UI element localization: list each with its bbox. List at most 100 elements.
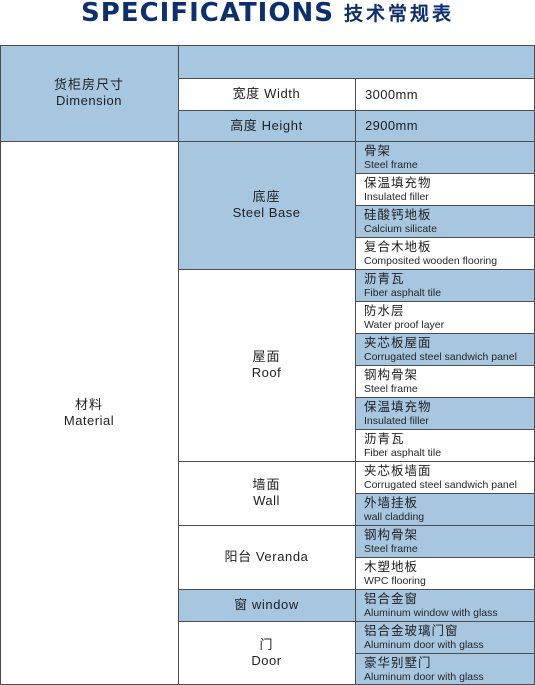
window-label-cell: 窗 window (178, 589, 355, 621)
width-label: 宽度 Width (232, 86, 301, 101)
dimension-label-en: Dimension (56, 93, 122, 108)
list-item: 外墙挂板 wall cladding (355, 493, 535, 525)
item-en: Corrugated steel sandwich panel (364, 350, 517, 363)
item-en: Fiber asphalt tile (364, 446, 442, 459)
item-cn: 保温填充物 (364, 399, 432, 414)
grid-line (355, 78, 356, 685)
grid-line (178, 78, 535, 79)
width-value-cell: 3000mm (355, 78, 535, 110)
window-label: 窗 window (234, 597, 299, 612)
list-item: 沥青瓦 Fiber asphalt tile (355, 429, 535, 461)
list-item: 夹芯板屋面 Corrugated steel sandwich panel (355, 333, 535, 365)
grid-line (355, 333, 535, 334)
list-item: 铝合金窗 Aluminum window with glass (355, 589, 535, 621)
list-item: 骨架 Steel frame (355, 141, 535, 173)
dimension-label-cn: 货柜房尺寸 (53, 77, 124, 92)
item-en: Steel frame (364, 158, 418, 171)
grid-line (0, 45, 1, 685)
item-en: Composited wooden flooring (364, 254, 498, 267)
grid-line (178, 589, 535, 590)
grid-line (355, 205, 535, 206)
item-en: Water proof layer (364, 318, 445, 331)
grid-line (178, 110, 535, 111)
grid-line (355, 653, 535, 654)
height-label: 高度 Height (230, 117, 303, 133)
wall-label-en: Wall (253, 493, 280, 508)
roof-label-en: Roof (251, 365, 282, 380)
list-item: 钢构骨架 Steel frame (355, 365, 535, 397)
grid-line (355, 237, 535, 238)
item-en: Corrugated steel sandwich panel (364, 478, 517, 491)
grid-line (178, 269, 535, 270)
item-en: Insulated filler (364, 414, 429, 427)
item-cn: 铝合金玻璃门窗 (364, 623, 459, 638)
grid-line (355, 557, 535, 558)
veranda-label-cell: 阳台 Veranda (178, 525, 355, 589)
material-label-en: Material (63, 413, 115, 428)
door-label-cn: 门 (259, 637, 274, 652)
steel-base-label-en: Steel Base (232, 205, 301, 220)
grid-line (355, 397, 535, 398)
wall-label-cn: 墙面 (252, 477, 281, 492)
steel-base-label-cell: 底座 Steel Base (178, 141, 355, 269)
grid-line (0, 45, 535, 46)
item-en: Insulated filler (364, 190, 429, 203)
item-cn: 木塑地板 (364, 559, 419, 574)
width-label-cell: 宽度 Width (178, 78, 355, 110)
grid-line (355, 301, 535, 302)
grid-line (178, 525, 535, 526)
list-item: 沥青瓦 Fiber asphalt tile (355, 269, 535, 301)
dimension-header-bar (178, 45, 535, 78)
list-item: 复合木地板 Composited wooden flooring (355, 237, 535, 269)
item-cn: 夹芯板屋面 (364, 335, 432, 350)
item-en: Steel frame (364, 382, 418, 395)
width-value: 3000mm (365, 86, 418, 102)
grid-line (178, 461, 535, 462)
item-cn: 复合木地板 (364, 239, 432, 254)
list-item: 硅酸钙地板 Calcium silicate (355, 205, 535, 237)
grid-line (355, 493, 535, 494)
height-label-cell: 高度 Height (178, 110, 355, 141)
item-cn: 保温填充物 (364, 175, 432, 190)
height-value-cell: 2900mm (355, 110, 535, 141)
grid-line (355, 173, 535, 174)
page-title: SPECIFICATIONS 技术常规表 (0, 0, 535, 36)
grid-line (355, 429, 535, 430)
item-en: Fiber asphalt tile (364, 286, 442, 299)
item-cn: 豪华别墅门 (364, 655, 432, 670)
item-en: WPC flooring (364, 574, 426, 587)
spec-table: 货柜房尺寸 Dimension 宽度 Width 3000mm 高度 Heigh… (0, 45, 535, 685)
item-en: Aluminum door with glass (364, 670, 484, 683)
item-cn: 夹芯板墙面 (364, 463, 432, 478)
list-item: 木塑地板 WPC flooring (355, 557, 535, 589)
item-en: Steel frame (364, 542, 418, 555)
door-label-cell: 门 Door (178, 621, 355, 685)
grid-line (0, 141, 535, 142)
item-cn: 沥青瓦 (364, 431, 405, 446)
list-item: 保温填充物 Insulated filler (355, 397, 535, 429)
item-en: Aluminum door with glass (364, 638, 484, 651)
grid-line (178, 45, 179, 685)
item-cn: 骨架 (364, 143, 392, 158)
veranda-label: 阳台 Veranda (224, 549, 309, 564)
steel-base-label-cn: 底座 (252, 189, 281, 204)
roof-label-cell: 屋面 Roof (178, 269, 355, 461)
list-item: 豪华别墅门 Aluminum door with glass (355, 653, 535, 685)
item-en: Calcium silicate (364, 222, 437, 235)
list-item: 铝合金玻璃门窗 Aluminum door with glass (355, 621, 535, 653)
item-en: wall cladding (364, 510, 425, 523)
item-cn: 铝合金窗 (364, 591, 419, 606)
grid-line (178, 621, 535, 622)
roof-label-cn: 屋面 (252, 349, 281, 364)
item-cn: 硅酸钙地板 (364, 207, 432, 222)
material-label-cn: 材料 (74, 397, 103, 412)
list-item: 钢构骨架 Steel frame (355, 525, 535, 557)
item-cn: 沥青瓦 (364, 271, 405, 286)
title-chinese: 技术常规表 (343, 3, 454, 25)
grid-line (355, 365, 535, 366)
material-label-cell: 材料 Material (0, 141, 178, 685)
item-cn: 外墙挂板 (364, 495, 419, 510)
list-item: 夹芯板墙面 Corrugated steel sandwich panel (355, 461, 535, 493)
height-value: 2900mm (365, 118, 418, 133)
